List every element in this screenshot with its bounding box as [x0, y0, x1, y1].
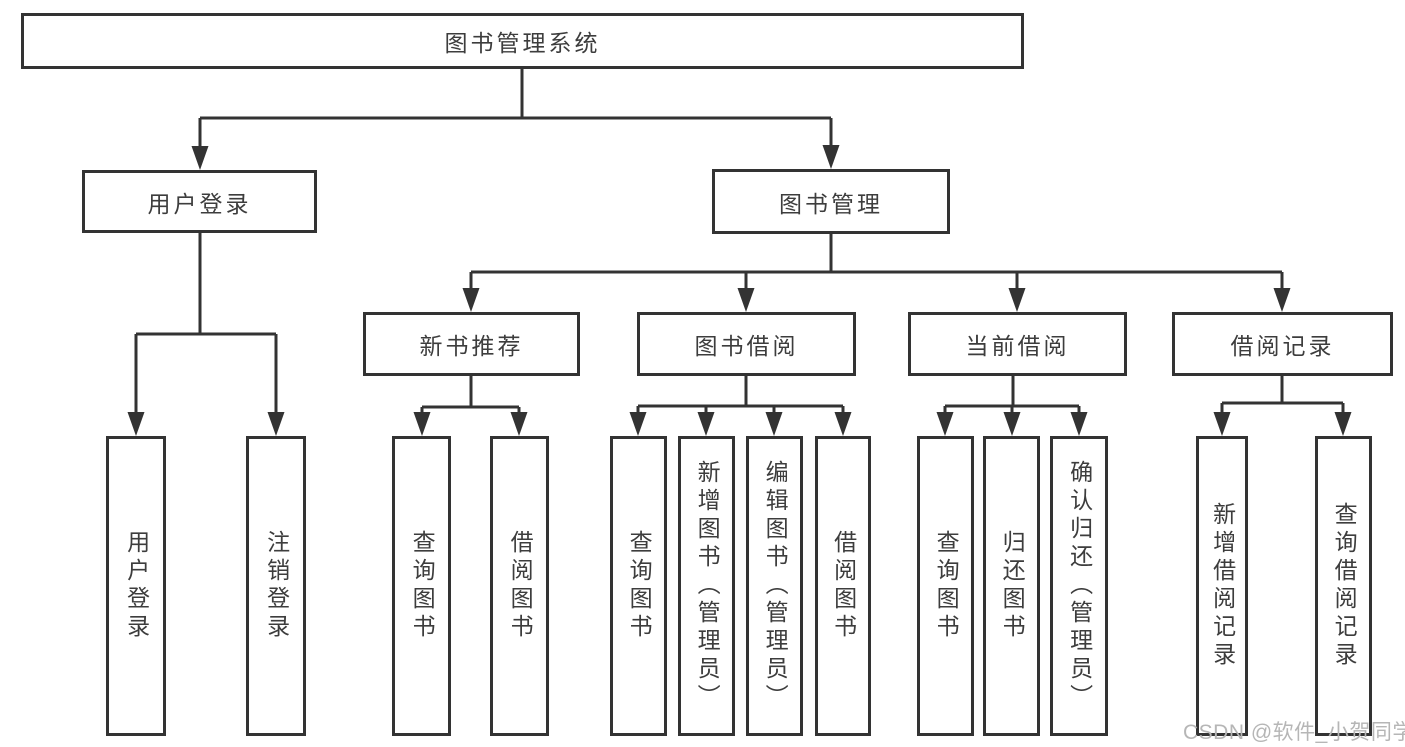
csdn-watermark: CSDN @软件_小贺同学	[1183, 721, 1405, 744]
node-current-borrowing: 当前借阅	[908, 312, 1127, 376]
leaf-label: 用户登录	[123, 530, 150, 642]
leaf-logout: 注销登录	[246, 436, 306, 736]
node-book-management: 图书管理	[712, 169, 950, 234]
leaf-label: 注销登录	[263, 530, 290, 642]
leaf-cb-return-books: 归还图书	[983, 436, 1040, 736]
node-label: 图书借阅	[694, 333, 799, 359]
connector-book-mgmt	[462, 234, 1291, 312]
node-library-management-system: 图书管理系统	[21, 13, 1024, 69]
connector-user-login	[127, 233, 285, 436]
leaf-label: 查询图书	[933, 530, 960, 642]
leaf-br-add-record: 新增借阅记录	[1196, 436, 1248, 736]
node-label: 用户登录	[147, 190, 252, 217]
leaf-label: 查询图书	[626, 530, 653, 642]
leaf-br-query-record: 查询借阅记录	[1315, 436, 1372, 736]
leaf-user-login: 用户登录	[106, 436, 166, 736]
connector-book-borrow	[629, 376, 852, 436]
leaf-bb-add-books-admin: 新增图书（管理员）	[678, 436, 735, 736]
node-label: 图书管理	[779, 190, 883, 217]
leaf-label: 借阅图书	[507, 530, 534, 642]
leaf-rec-borrow-books: 借阅图书	[490, 436, 549, 736]
leaf-bb-borrow-books: 借阅图书	[815, 436, 871, 736]
node-borrowing-records: 借阅记录	[1172, 312, 1393, 376]
node-new-book-recommend: 新书推荐	[363, 312, 580, 376]
connector-borrow-records	[1213, 376, 1352, 436]
connector-new-book-rec	[413, 376, 528, 436]
connector-root	[191, 69, 840, 170]
leaf-cb-confirm-return-admin: 确认归还（管理员）	[1050, 436, 1108, 736]
node-label: 新书推荐	[419, 333, 524, 359]
leaf-cb-query-books: 查询图书	[917, 436, 974, 736]
leaf-label: 新增借阅记录	[1209, 502, 1236, 670]
node-book-borrowing: 图书借阅	[637, 312, 856, 376]
node-label: 图书管理系统	[444, 30, 601, 56]
leaf-label: 确认归还（管理员）	[1066, 460, 1093, 712]
connector-current-borrow	[936, 376, 1088, 436]
node-label: 当前借阅	[965, 333, 1070, 359]
node-user-login: 用户登录	[82, 170, 317, 233]
leaf-label: 查询图书	[409, 530, 436, 642]
leaf-label: 编辑图书（管理员）	[762, 460, 789, 712]
leaf-label: 新增图书（管理员）	[694, 460, 721, 712]
leaf-rec-query-books: 查询图书	[392, 436, 451, 736]
leaf-label: 查询借阅记录	[1331, 502, 1358, 670]
node-label: 借阅记录	[1230, 333, 1335, 359]
leaf-label: 借阅图书	[830, 530, 857, 642]
leaf-bb-edit-books-admin: 编辑图书（管理员）	[746, 436, 803, 736]
leaf-label: 归还图书	[999, 530, 1026, 642]
leaf-bb-query-books: 查询图书	[610, 436, 667, 736]
